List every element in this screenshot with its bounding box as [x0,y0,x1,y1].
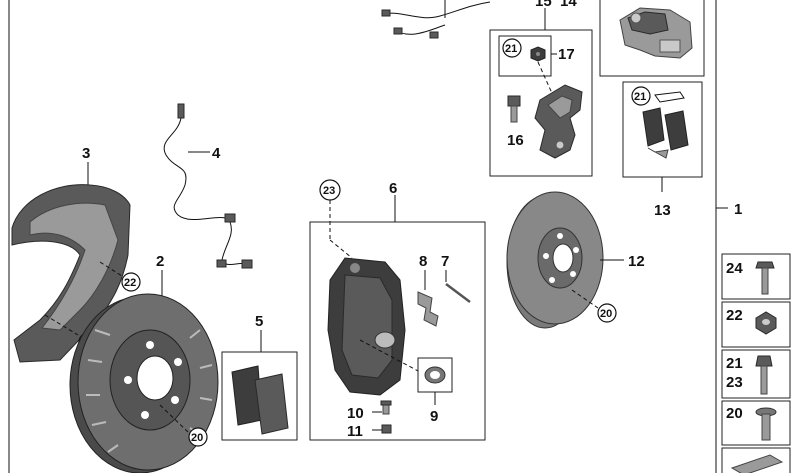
callout-14: 14 [560,0,577,10]
fastener-sidebar: 24 22 21 23 20 [721,253,791,473]
callout-7: 7 [441,253,449,270]
front-brake-caliper-image [327,257,406,396]
dashed-leader-rear-bolt [571,289,599,309]
sidebar-cell-22 [721,301,791,348]
hex-nut-icon [530,46,546,62]
dust-cap-icon [381,424,392,434]
top-wear-sensor-cable [381,0,491,39]
callout-5: 5 [255,313,263,330]
callout-2: 2 [156,253,164,270]
sidebar-label-23: 23 [726,374,743,391]
sidebar-cell-24 [721,253,791,300]
pad-clip-icon [654,91,685,103]
callout-1: 1 [734,201,742,218]
circle-marker-21-a [502,38,522,58]
callout-9: 9 [430,408,438,425]
circled-21-a: 21 [505,43,517,55]
circled-20-rear: 20 [600,308,612,320]
callout-8: 8 [419,253,427,270]
carrier-bracket-image [534,84,583,159]
circled-23: 23 [323,185,335,197]
rear-caliper-image [619,7,693,59]
guide-bolt-icon [507,95,521,123]
circle-marker-20-rear [597,303,617,323]
rear-brake-disc-image [506,191,604,329]
sidebar-label-21: 21 [726,355,743,372]
circle-marker-20-disc [188,427,208,447]
front-brake-disc-image [69,293,219,473]
flange-nut-22-icon [755,311,777,335]
seal-ring-hole [430,371,440,379]
wheel-bolt-20-icon [755,407,777,441]
callout-10: 10 [347,405,364,422]
bolt-24-icon [755,261,775,295]
dashed-leader-22 [99,261,123,277]
dashed-leader-23-b [329,239,353,259]
sidebar-label-24: 24 [726,260,743,277]
circled-22: 22 [124,277,136,289]
guide-pin-icon [445,283,471,303]
callout-11: 11 [347,423,363,440]
anti-rattle-spring-icon [417,291,439,327]
front-brake-pads-image [231,365,289,435]
circle-marker-21-b [631,86,651,106]
callout-17: 17 [558,46,575,63]
sidebar-label-20: 20 [726,405,743,422]
callout-15: 15 [535,0,552,10]
wear-sensor-cable-image [163,103,253,269]
callout-13: 13 [654,202,671,219]
circled-21-b: 21 [634,91,646,103]
callout-12: 12 [628,253,645,270]
callout-4: 4 [212,145,221,162]
dashed-leader-9 [359,339,421,373]
circled-20-disc: 20 [191,432,203,444]
sidebar-label-22: 22 [726,307,743,324]
bolt-21-23-icon [755,355,773,395]
callout-3: 3 [82,145,90,162]
callout-16: 16 [507,132,524,149]
callout-6: 6 [389,180,397,197]
sidebar-cell-21-23 [721,349,791,399]
circle-marker-22 [121,272,141,292]
sidebar-cell-20 [721,400,791,446]
rear-brake-pads-image [642,107,689,159]
bleed-screw-icon [380,400,392,415]
brake-dust-shield-image [11,184,131,363]
